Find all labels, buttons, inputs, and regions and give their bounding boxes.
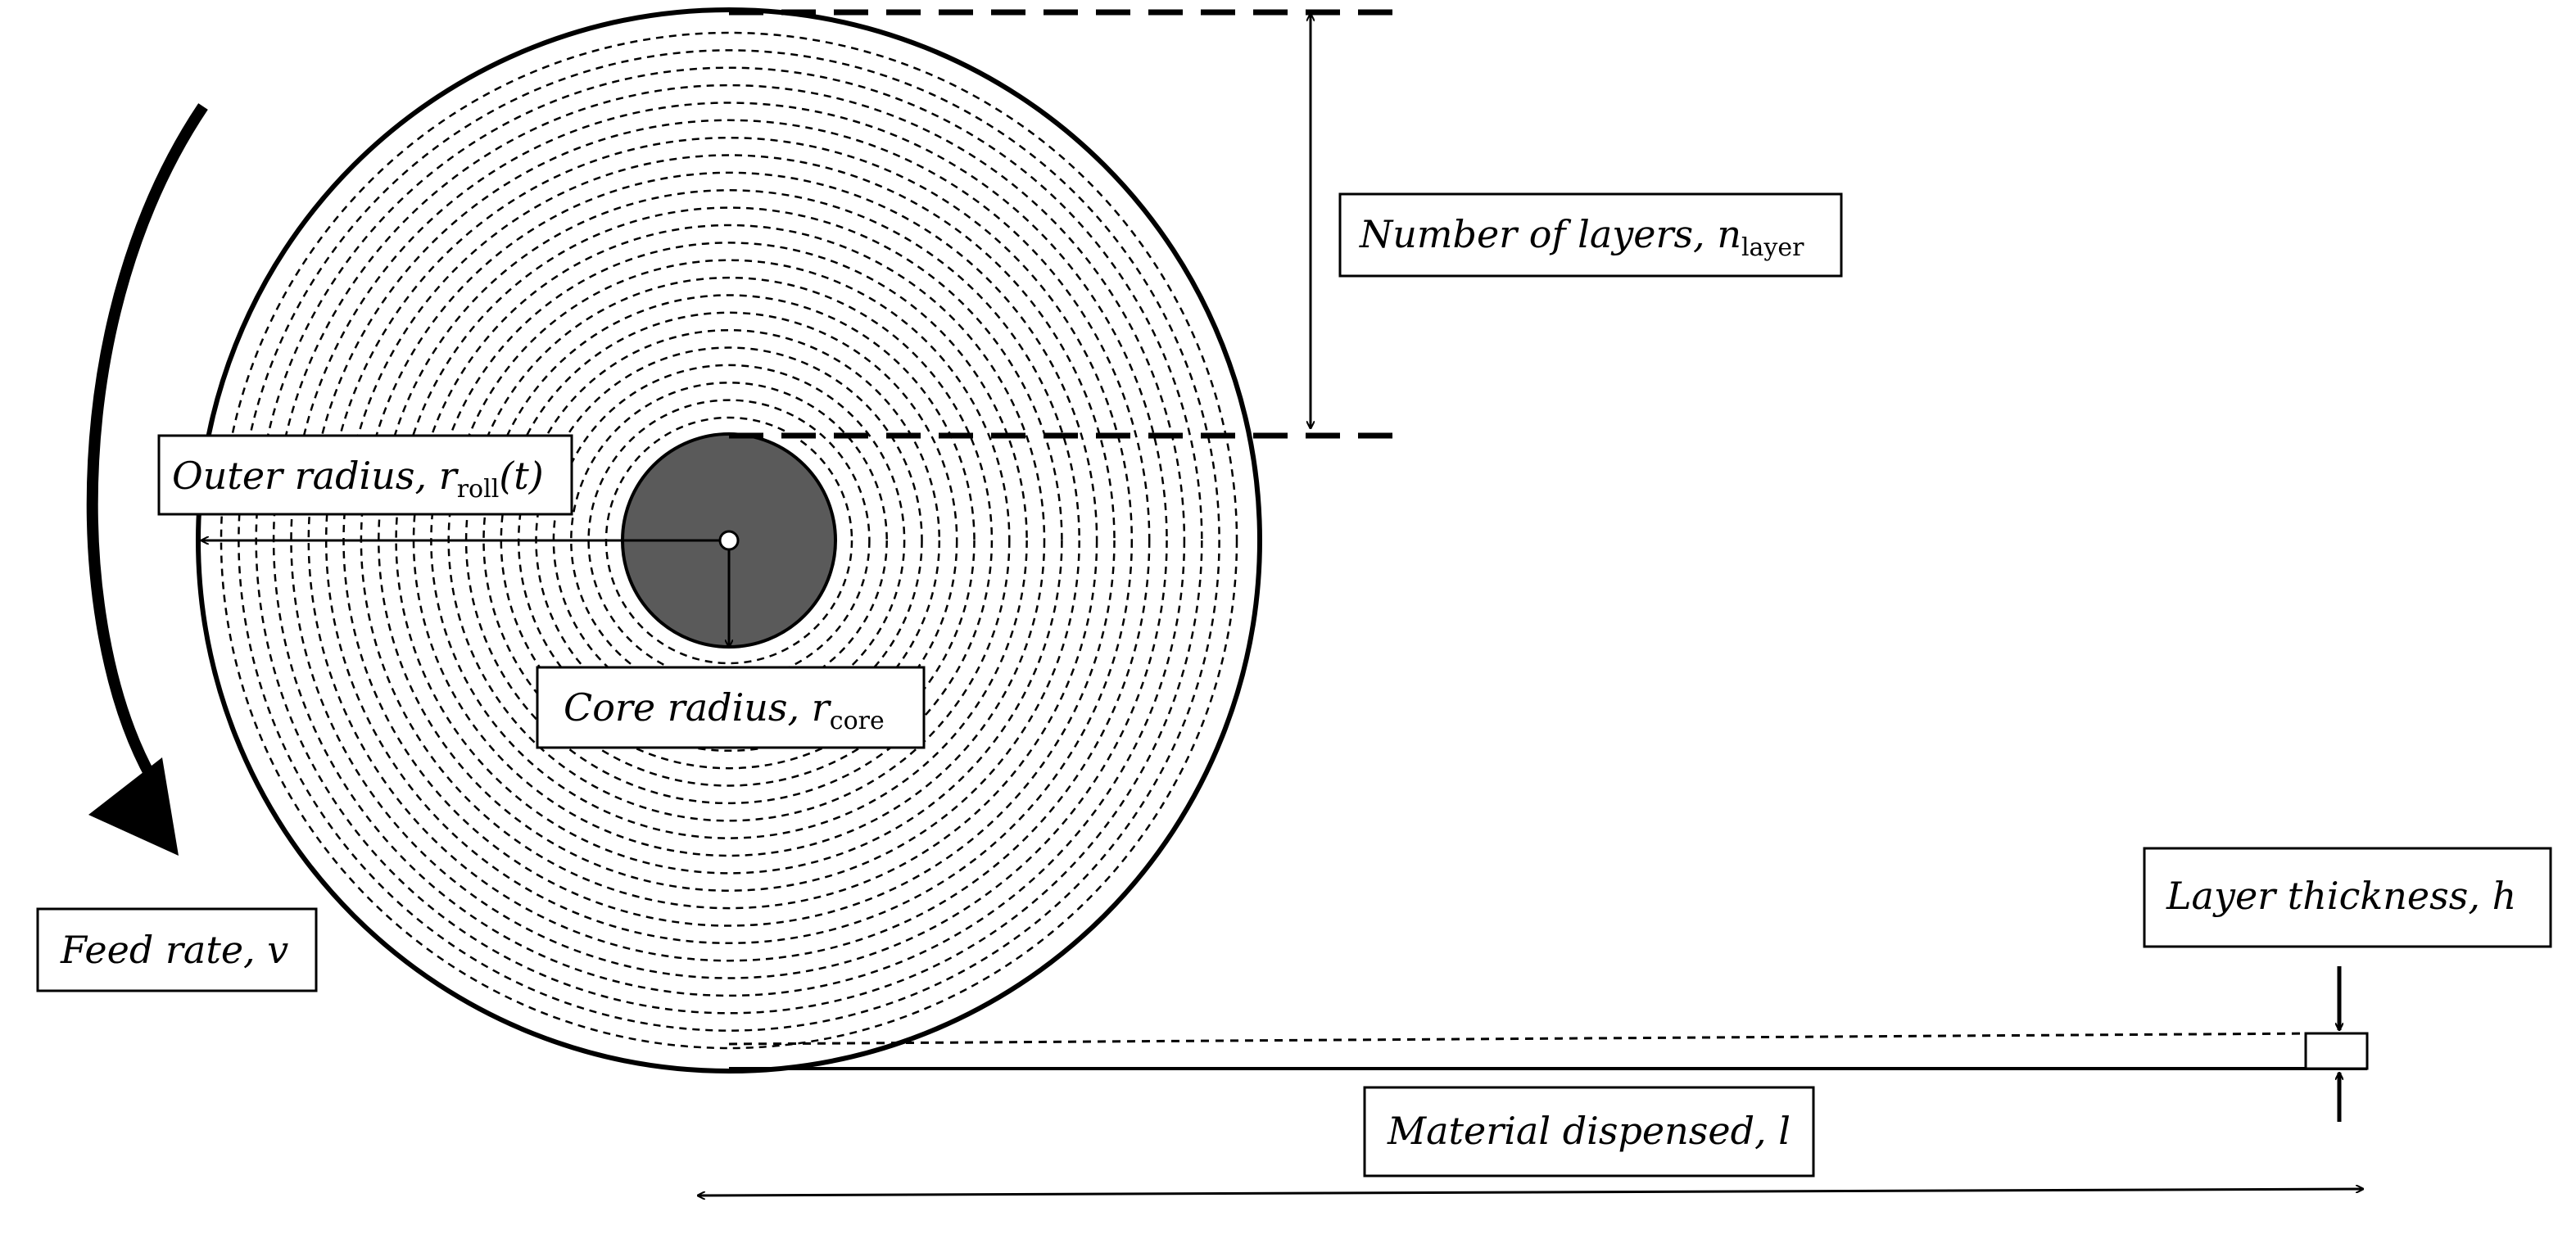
dispensed-label-text: Material dispensed, bbox=[1387, 1109, 1778, 1153]
layer-ring bbox=[482, 294, 976, 787]
label-core-radius: Core radius, rcore bbox=[536, 666, 926, 749]
label-feed-rate: Feed rate, v bbox=[36, 907, 318, 992]
layers-label-text: Number of layers, bbox=[1359, 212, 1717, 256]
label-outer-radius: Outer radius, rroll(t) bbox=[157, 434, 573, 516]
layer-ring bbox=[378, 189, 1080, 892]
layer-ring bbox=[220, 31, 1238, 1050]
outer-label-var: r bbox=[439, 454, 460, 498]
dispensed-strip-top bbox=[728, 1032, 2319, 1046]
svg-text:Layer thickness, h: Layer thickness, h bbox=[2166, 874, 2516, 918]
dispensed-label-var: l bbox=[1778, 1109, 1791, 1153]
layer-ring bbox=[307, 119, 1151, 962]
feed-label-text: Feed rate, bbox=[60, 928, 267, 972]
layer-ring bbox=[500, 311, 958, 770]
layer-ring bbox=[395, 206, 1063, 875]
layer-ring bbox=[587, 399, 871, 682]
label-layer-thickness: Layer thickness, h bbox=[2143, 847, 2552, 948]
core-label-text: Core radius, bbox=[564, 685, 812, 730]
dispensed-span-arrow bbox=[698, 1189, 2363, 1196]
label-material-dispensed: Material dispensed, l bbox=[1363, 1086, 1815, 1177]
outer-label-sub: roll bbox=[457, 475, 500, 504]
feed-rate-arrow bbox=[86, 103, 208, 781]
outer-label-text: Outer radius, bbox=[172, 454, 439, 498]
svg-text:Feed rate, v: Feed rate, v bbox=[60, 928, 288, 972]
layer-ring bbox=[290, 102, 1168, 979]
layer-rings bbox=[220, 31, 1238, 1050]
layer-ring bbox=[412, 224, 1046, 857]
outer-label-tail: (t) bbox=[499, 454, 543, 498]
svg-text:Outer radius, rroll(t): Outer radius, rroll(t) bbox=[172, 454, 544, 504]
layers-label-sub: layer bbox=[1741, 233, 1804, 262]
layer-ring bbox=[464, 276, 994, 805]
label-number-of-layers: Number of layers, nlayer bbox=[1338, 192, 1843, 278]
feed-rate-arrowhead bbox=[88, 757, 179, 856]
thickness-label-text: Layer thickness, bbox=[2166, 874, 2492, 918]
layers-label-var: n bbox=[1717, 212, 1741, 256]
strip-end-cap bbox=[2304, 1032, 2369, 1070]
svg-text:Material dispensed, l: Material dispensed, l bbox=[1387, 1109, 1791, 1153]
svg-text:Core radius, rcore: Core radius, rcore bbox=[564, 685, 885, 735]
core-label-sub: core bbox=[830, 707, 885, 735]
center-point bbox=[718, 530, 740, 551]
svg-text:Number of layers, nlayer: Number of layers, nlayer bbox=[1359, 212, 1804, 262]
layer-ring bbox=[570, 382, 888, 699]
feed-label-var: v bbox=[267, 928, 288, 972]
core-label-var: r bbox=[812, 685, 832, 730]
thickness-label-var: h bbox=[2492, 874, 2517, 918]
